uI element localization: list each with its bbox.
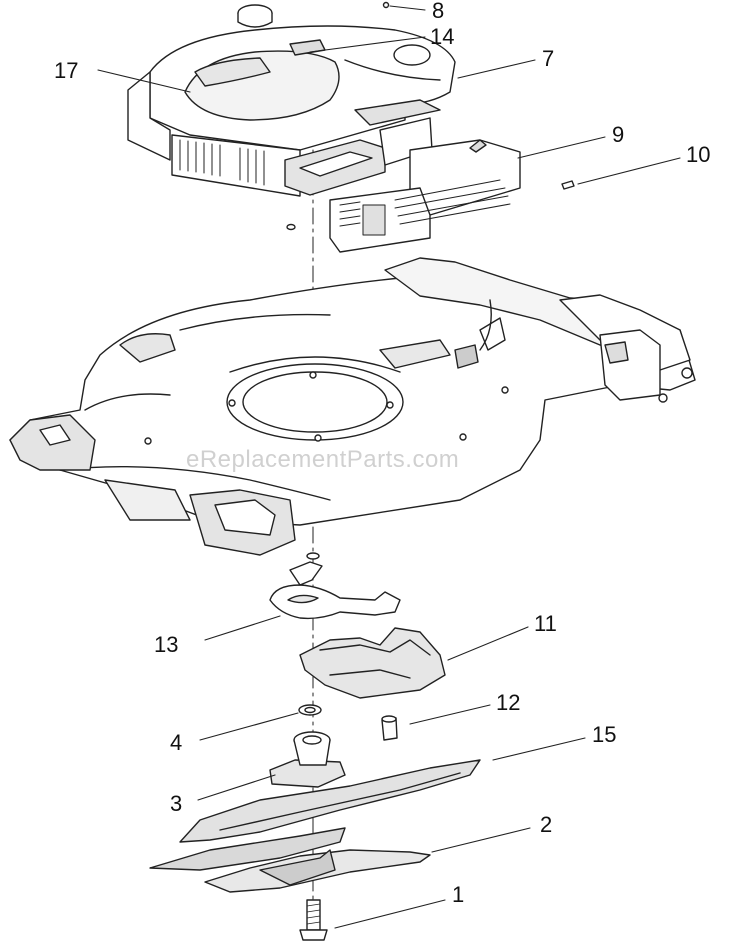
watermark-text: eReplacementParts.com bbox=[186, 446, 460, 473]
callout-2: 2 bbox=[540, 812, 553, 837]
blade-stack-drawing bbox=[149, 552, 481, 941]
callout-12: 12 bbox=[496, 690, 521, 715]
callout-15: 15 bbox=[592, 722, 617, 747]
callout-13: 13 bbox=[154, 632, 179, 657]
callout-1: 1 bbox=[452, 882, 465, 907]
callout-4: 4 bbox=[170, 730, 183, 755]
callout-7: 7 bbox=[542, 46, 555, 71]
callout-9: 9 bbox=[612, 122, 625, 147]
leader-lines bbox=[97, 5, 681, 929]
callout-8: 8 bbox=[432, 0, 445, 23]
mower-deck-drawing bbox=[9, 257, 696, 556]
callout-17: 17 bbox=[54, 58, 79, 83]
callout-14: 14 bbox=[430, 24, 455, 49]
engine-drawing bbox=[127, 1, 456, 197]
air-filter-drawing bbox=[286, 139, 575, 253]
callout-10: 10 bbox=[686, 142, 711, 167]
callout-3: 3 bbox=[170, 791, 183, 816]
callout-11: 11 bbox=[534, 611, 557, 636]
